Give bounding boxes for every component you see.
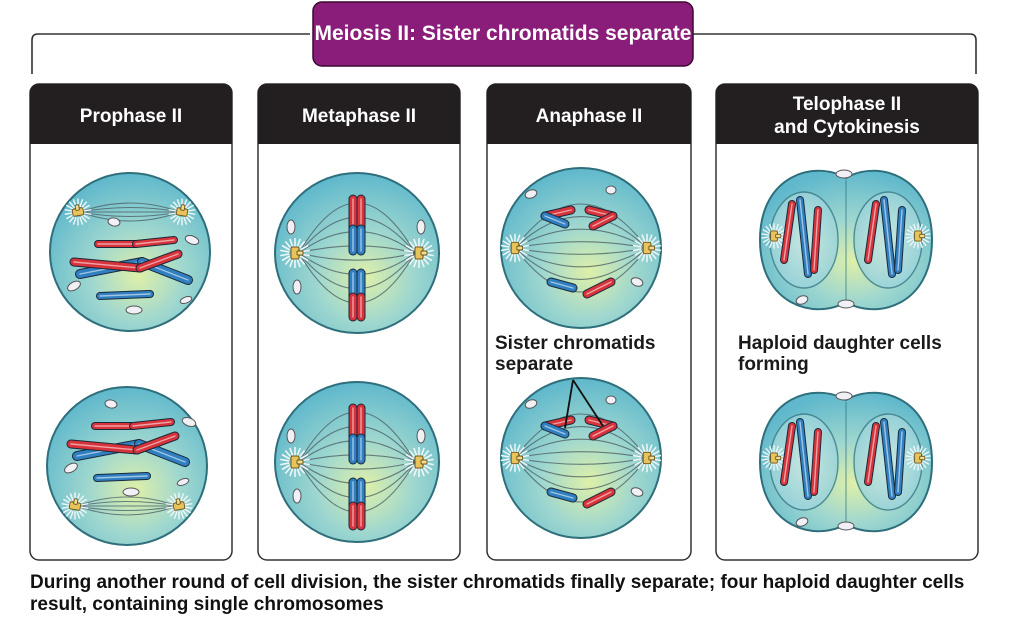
centrosome: [500, 233, 530, 263]
phase-title: Anaphase II: [536, 106, 643, 127]
phase-title: Prophase II: [80, 106, 182, 127]
centrosome: [280, 238, 310, 268]
phase-title: Metaphase II: [302, 106, 416, 127]
prophase-cell: [49, 172, 211, 332]
centrosome: [500, 443, 530, 473]
banner-title: Meiosis II: Sister chromatids separate: [315, 22, 692, 45]
phase-header-bg: [487, 84, 691, 144]
centrosome: [404, 447, 434, 477]
sister-chromatids-label: Sister chromatids separate: [495, 333, 656, 429]
centrosome: [165, 492, 193, 520]
phase-header-bg: [716, 84, 978, 144]
centrosome: [632, 443, 662, 473]
metaphase-cell: [274, 381, 440, 543]
centrosome: [61, 492, 89, 520]
anaphase-cell: [500, 377, 662, 539]
telophase-cell: [758, 391, 934, 533]
spindle-fibers: [514, 203, 648, 293]
centrosome: [905, 445, 931, 471]
anaphase-cell: [500, 167, 662, 329]
caption-line1: During another round of cell division, t…: [30, 572, 965, 593]
haploid-line2: forming: [738, 354, 809, 375]
phase-title-line2: and Cytokinesis: [774, 117, 920, 138]
caption-line2: result, containing single chromosomes: [30, 594, 384, 615]
sister-chromatids-line1: Sister chromatids: [495, 333, 656, 354]
metaphase-cell: [274, 172, 440, 334]
haploid-line1: Haploid daughter cells: [738, 333, 942, 354]
banner: Meiosis II: Sister chromatids separate: [312, 1, 694, 67]
sister-chromatids-line2: separate: [495, 354, 573, 375]
centrosome: [761, 445, 787, 471]
centrosome: [761, 223, 787, 249]
cells: [46, 167, 934, 546]
haploid-label: Haploid daughter cells forming: [738, 333, 942, 375]
phase-title-line1: Telophase II: [793, 94, 901, 115]
phase-header-bg: [258, 84, 460, 144]
centrosome: [168, 198, 196, 226]
centrosome: [632, 233, 662, 263]
pointer-lines: [564, 379, 604, 429]
centrosome: [64, 198, 92, 226]
phase-header-bg: [30, 84, 232, 144]
caption: During another round of cell division, t…: [30, 572, 1030, 616]
telophase-cell: [758, 169, 934, 311]
centrosome: [280, 447, 310, 477]
spindle-fibers: [514, 413, 648, 503]
prophase-cell: [46, 386, 208, 546]
centrosome: [404, 238, 434, 268]
bracket-line: [31, 33, 977, 74]
centrosome: [905, 223, 931, 249]
